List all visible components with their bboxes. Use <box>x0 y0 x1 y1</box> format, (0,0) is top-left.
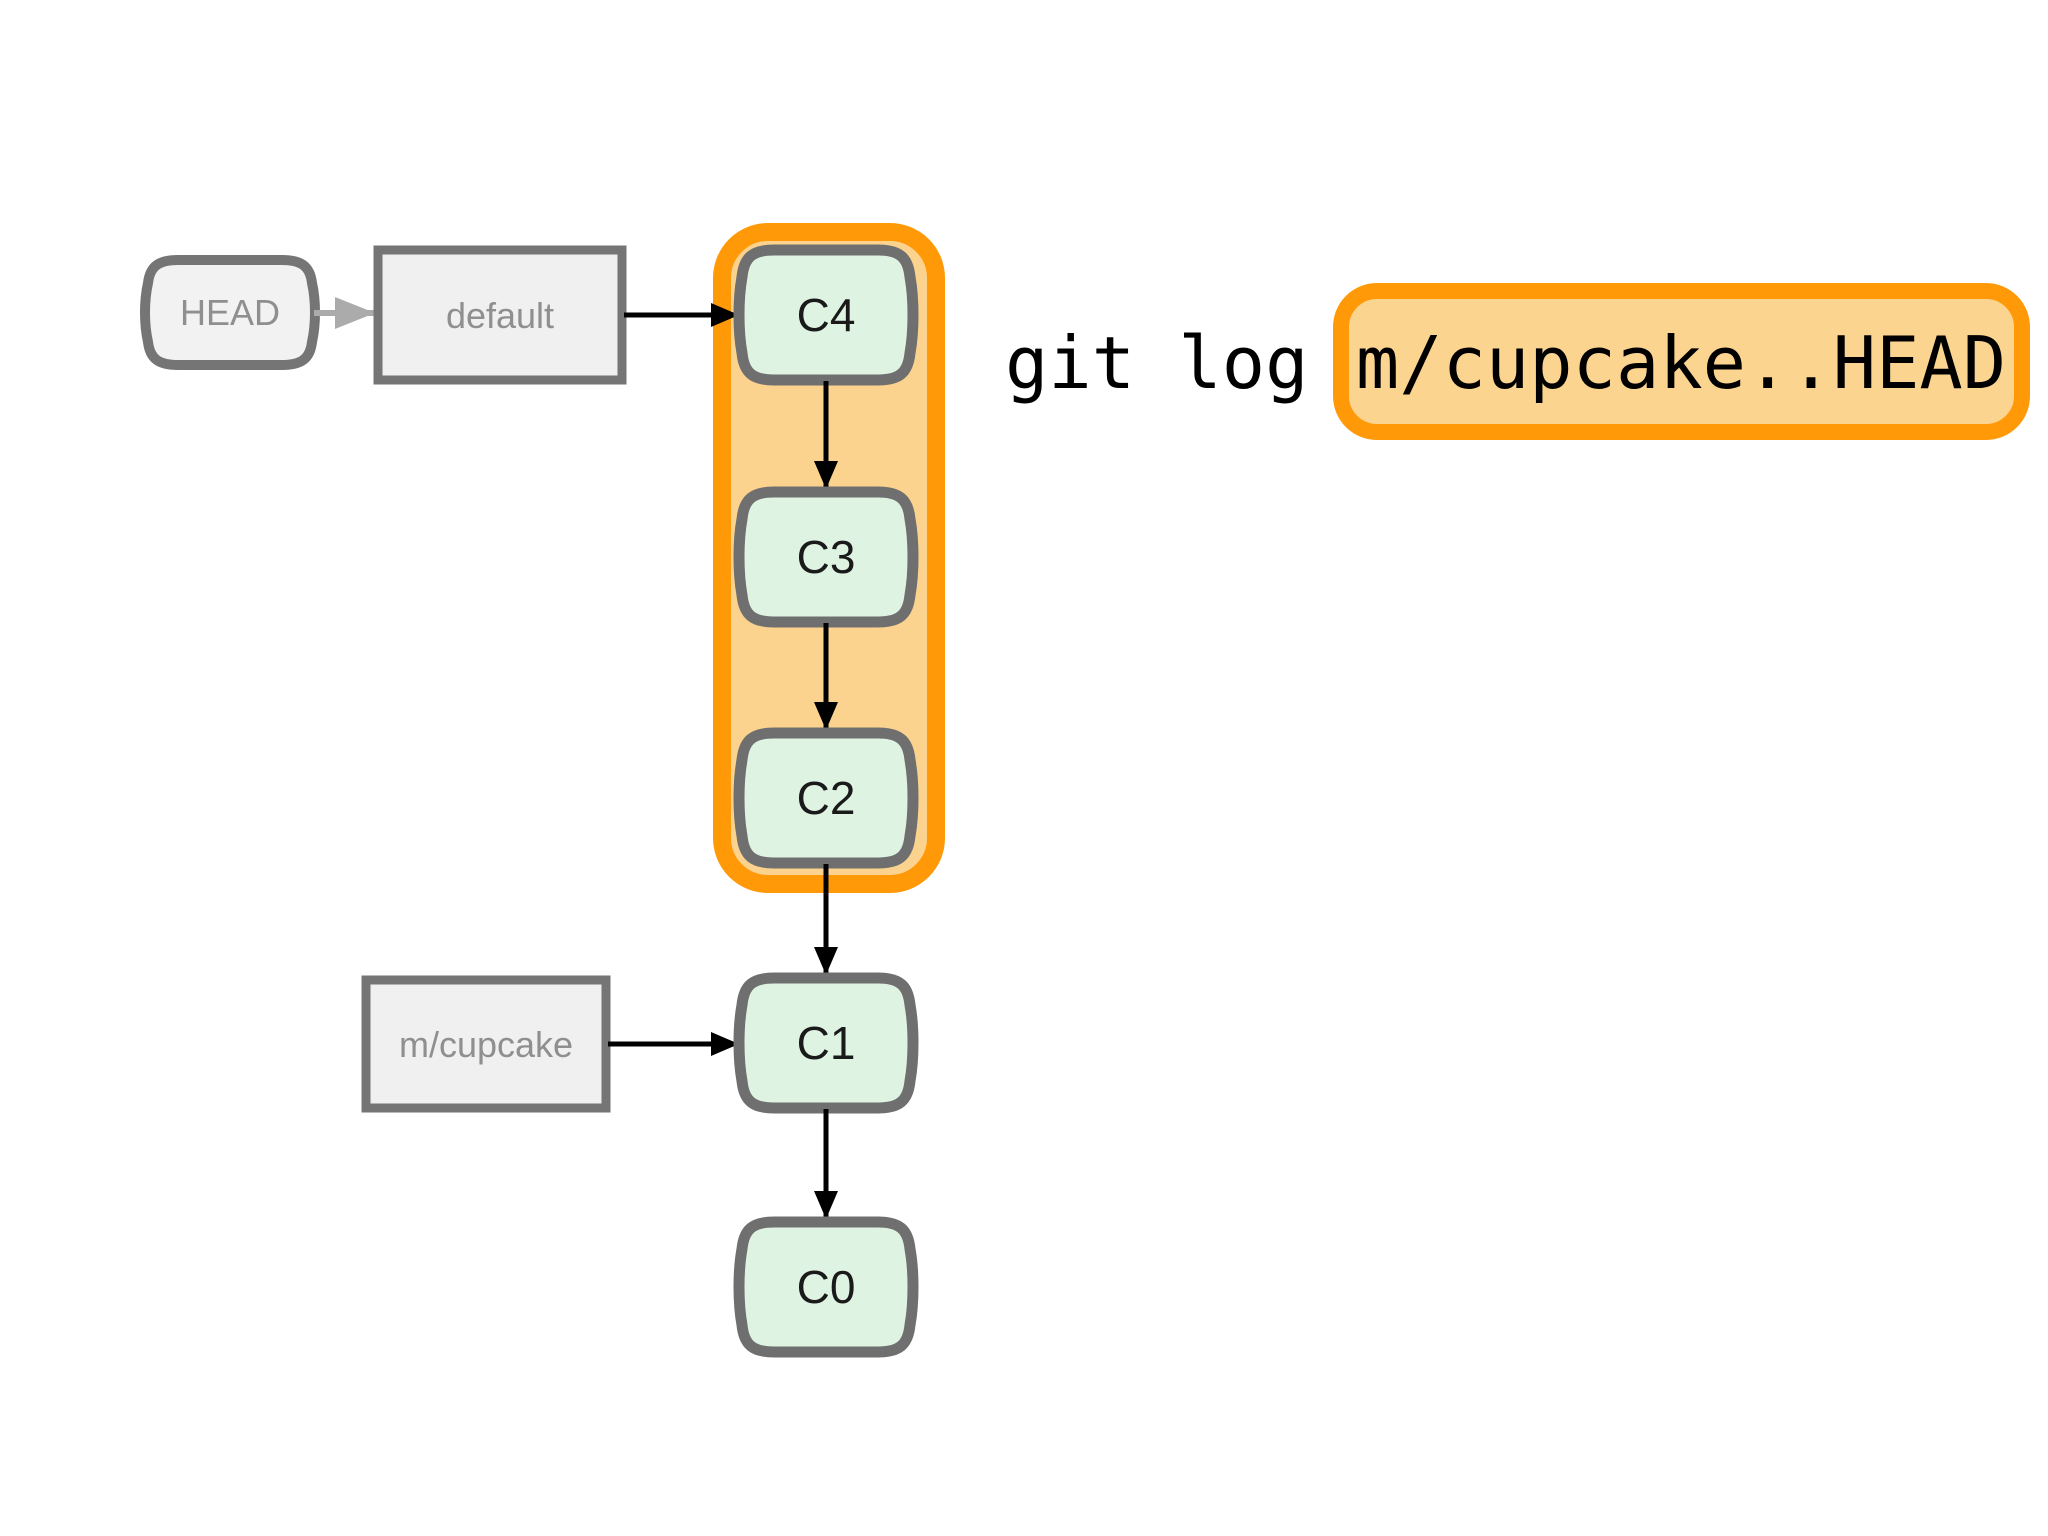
commit-c4-shape <box>733 244 919 386</box>
commit-node-c0: C0 <box>733 1216 919 1358</box>
branch-default-rect <box>373 245 627 385</box>
branch-m-cupcake-label: m/cupcake <box>399 1024 573 1065</box>
commit-c2-label: C2 <box>797 772 856 824</box>
branch-m-cupcake-rect <box>361 975 611 1113</box>
commit-c3-shape <box>733 486 919 628</box>
commit-node-c4: C4 <box>733 244 919 386</box>
command-caption: git log m/cupcake..HEAD <box>1005 283 2030 440</box>
commit-c4-label: C4 <box>797 289 856 341</box>
commit-c0-shape <box>733 1216 919 1358</box>
head-node: HEAD <box>140 255 320 370</box>
commit-c0-label: C0 <box>797 1261 856 1313</box>
commit-c1-label: C1 <box>797 1017 856 1069</box>
branch-default-box: default <box>373 245 627 385</box>
commit-node-c2: C2 <box>733 727 919 869</box>
commit-c1-shape <box>733 972 919 1114</box>
command-prefix: git log <box>1005 321 1308 405</box>
commit-node-c1: C1 <box>733 972 919 1114</box>
branch-m-cupcake-box: m/cupcake <box>361 975 611 1113</box>
commit-node-c3: C3 <box>733 486 919 628</box>
command-argument-box: m/cupcake..HEAD <box>1333 283 2030 440</box>
commit-c2-shape <box>733 727 919 869</box>
commit-c3-label: C3 <box>797 531 856 583</box>
head-node-label: HEAD <box>180 292 280 333</box>
head-node-shape <box>140 255 320 370</box>
branch-default-label: default <box>446 295 554 336</box>
command-argument-label: m/cupcake..HEAD <box>1356 321 2006 405</box>
command-argument-rect <box>1333 283 2030 440</box>
